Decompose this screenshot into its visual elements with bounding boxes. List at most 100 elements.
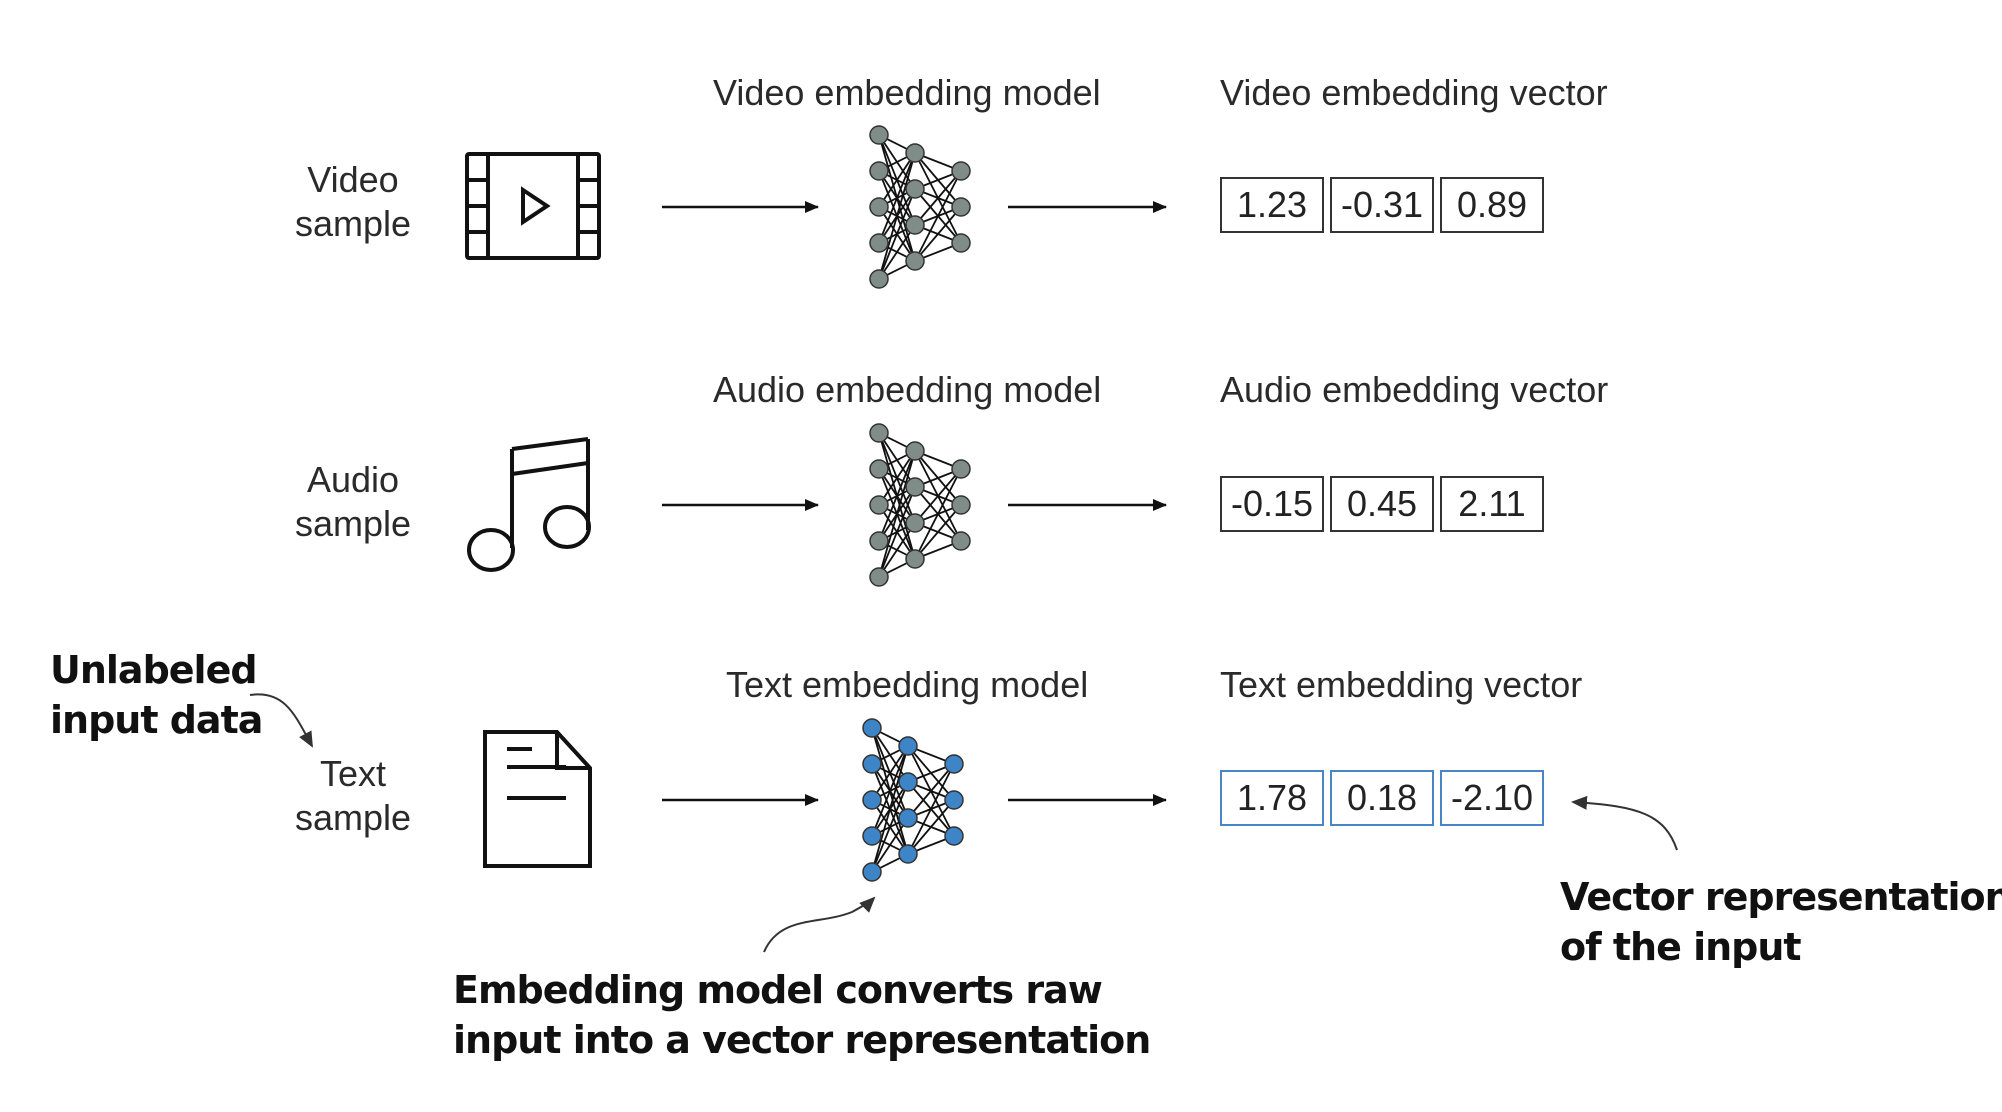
network-edge (871, 745, 909, 837)
network-node (862, 862, 882, 882)
network-node (905, 513, 925, 533)
audio-model-label: Audio embedding model (713, 369, 1102, 410)
network-edge (914, 504, 962, 560)
audio-sample-label: Audio sample (253, 458, 453, 546)
network-edge (914, 468, 962, 524)
document-icon (483, 730, 592, 868)
network-edge (878, 450, 916, 578)
embedding-model-callout: Embedding model converts raw input into … (453, 965, 1151, 1065)
vector-callout-arrow (1571, 795, 1678, 851)
video-vector-label: Video embedding vector (1220, 72, 1608, 113)
vector-cell: 1.23 (1220, 177, 1324, 233)
unlabeled-callout-line2: input data (50, 698, 263, 742)
video-sample-label-line2: sample (294, 203, 412, 244)
network-edge (878, 188, 916, 280)
network-node (869, 269, 889, 289)
text-vector-label: Text embedding vector (1220, 664, 1583, 705)
unlabeled-callout-arrow (249, 693, 313, 748)
network-edge (871, 817, 909, 873)
model-callout-line1: Embedding model converts raw (453, 968, 1103, 1012)
network-node (869, 531, 889, 551)
network-node (905, 251, 925, 271)
network-node (905, 477, 925, 497)
network-node (951, 161, 971, 181)
network-edge (878, 152, 916, 244)
network-node (951, 233, 971, 253)
text-embedding-vector: 1.78 0.18 -2.10 (1220, 770, 1544, 826)
network-edge (914, 170, 962, 262)
network-node (905, 215, 925, 235)
vector-cell: 0.89 (1440, 177, 1544, 233)
model-callout-line2: input into a vector representation (453, 1018, 1151, 1062)
neural-networks (862, 125, 971, 882)
network-edge (878, 486, 916, 578)
network-node (898, 844, 918, 864)
video-embedding-model-network-icon (869, 125, 971, 289)
audio-sample-label-line2: sample (294, 503, 412, 544)
vector-cell: 2.11 (1440, 476, 1544, 532)
network-node (898, 736, 918, 756)
network-edge (878, 224, 916, 280)
video-film-icon (465, 152, 601, 260)
vector-callout-line1: Vector representation (1560, 875, 2002, 919)
vector-cell: -0.15 (1220, 476, 1324, 532)
music-note-icon (467, 437, 591, 572)
network-node (869, 197, 889, 217)
network-edge (878, 522, 916, 578)
network-node (862, 718, 882, 738)
vector-representation-callout: Vector representation of the input (1560, 872, 2002, 972)
text-embedding-model-network-icon (862, 718, 964, 882)
network-edge (871, 745, 909, 873)
vector-callout-line2: of the input (1560, 925, 1802, 969)
network-node (869, 459, 889, 479)
network-node (905, 143, 925, 163)
vector-cell: -0.31 (1330, 177, 1434, 233)
network-edge (914, 170, 962, 226)
network-node (869, 161, 889, 181)
network-node (951, 531, 971, 551)
network-edge (878, 450, 916, 506)
network-node (905, 549, 925, 569)
network-node (898, 772, 918, 792)
network-edge (907, 763, 955, 855)
network-edge (914, 206, 962, 262)
text-sample-label-line1: Text (319, 753, 387, 794)
text-sample-label-line2: sample (294, 797, 412, 838)
network-node (951, 459, 971, 479)
vector-cell: -2.10 (1440, 770, 1544, 826)
network-edge (878, 152, 916, 208)
video-sample-label-line1: Video (307, 159, 399, 200)
network-edge (907, 799, 955, 855)
network-edge (878, 152, 916, 280)
network-node (862, 826, 882, 846)
audio-sample-label-line1: Audio (306, 459, 400, 500)
network-node (869, 567, 889, 587)
network-edge (878, 450, 916, 542)
network-node (905, 441, 925, 461)
text-sample-label: Text sample (253, 752, 453, 840)
network-node (869, 495, 889, 515)
network-node (869, 423, 889, 443)
video-model-label: Video embedding model (713, 72, 1101, 113)
video-sample-label: Video sample (253, 158, 453, 246)
network-edge (871, 745, 909, 801)
unlabeled-callout-line1: Unlabeled (50, 648, 258, 692)
network-node (951, 495, 971, 515)
network-edge (914, 468, 962, 560)
audio-vector-label: Audio embedding vector (1220, 369, 1609, 410)
audio-embedding-model-network-icon (869, 423, 971, 587)
vector-cell: 1.78 (1220, 770, 1324, 826)
video-embedding-vector: 1.23 -0.31 0.89 (1220, 177, 1544, 233)
network-edge (907, 763, 955, 819)
unlabeled-input-callout: Unlabeled input data (50, 645, 263, 745)
network-node (944, 790, 964, 810)
network-node (869, 233, 889, 253)
vector-cell: 0.18 (1330, 770, 1434, 826)
text-model-label: Text embedding model (726, 664, 1089, 705)
network-node (951, 197, 971, 217)
network-node (862, 790, 882, 810)
network-node (944, 754, 964, 774)
vector-cell: 0.45 (1330, 476, 1434, 532)
network-edge (871, 781, 909, 873)
